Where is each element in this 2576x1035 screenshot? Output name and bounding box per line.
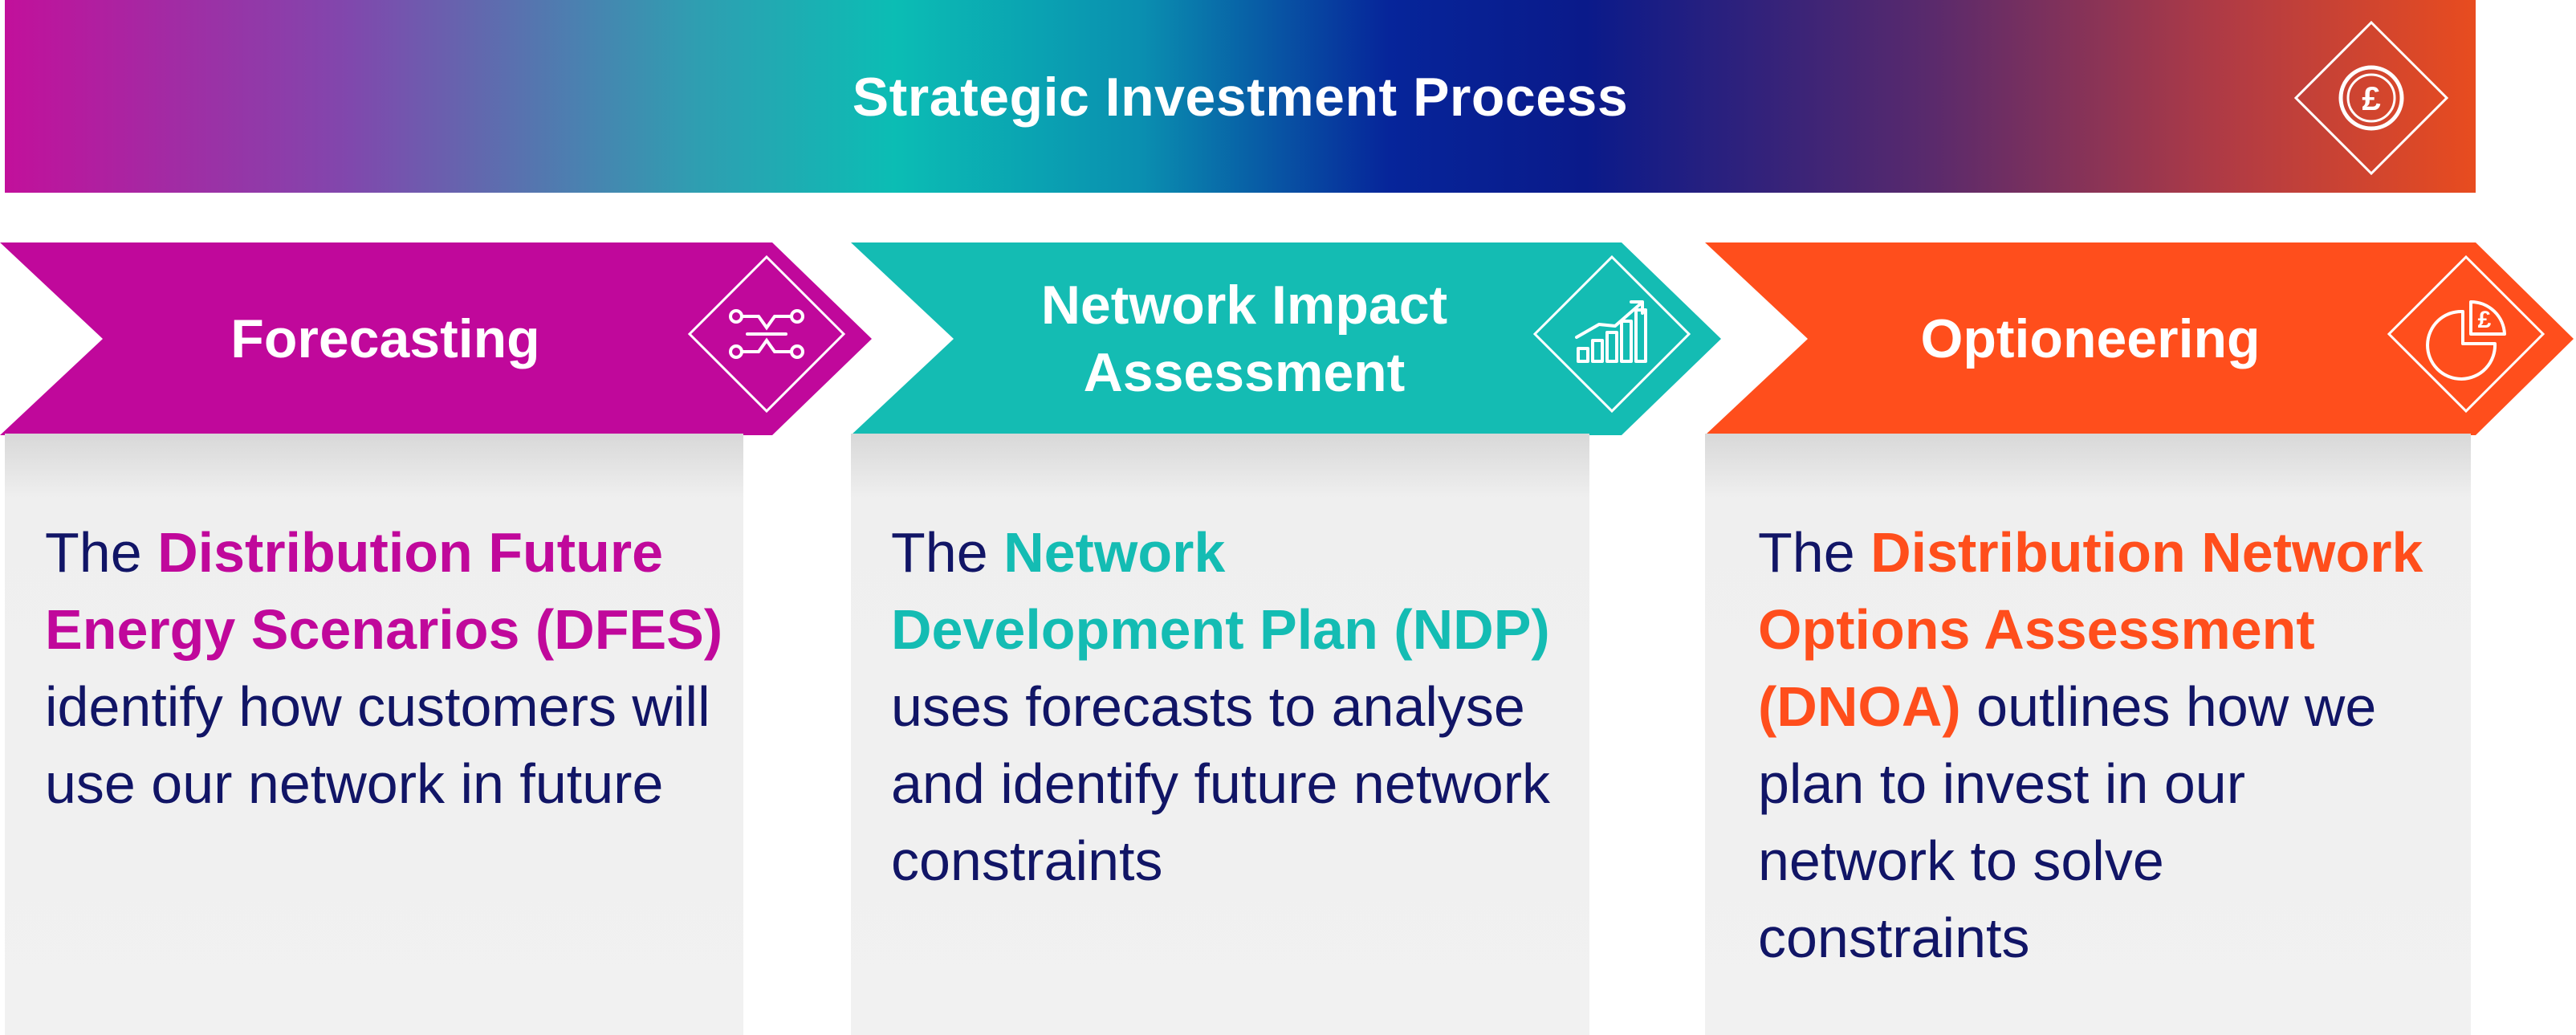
growth-chart-icon	[1532, 255, 1691, 414]
svg-text:£: £	[2362, 79, 2380, 117]
stage-title: Network Impact Assessment	[1040, 275, 1448, 403]
pound-coin-icon: £	[2293, 20, 2449, 176]
stage-optioneering-card: The Distribution Network Options Assessm…	[1705, 434, 2471, 1035]
stage-network-impact-header: Network Impact Assessment	[851, 242, 1728, 435]
pound-pie-chart-icon: £	[2387, 255, 2545, 414]
description-rest: identify how customers will use our netw…	[45, 675, 710, 815]
description-highlight: Distribution Future Energy Scenarios (DF…	[45, 521, 723, 661]
stage-description: The Distribution Network Options Assessm…	[1758, 514, 2448, 976]
banner-title: Strategic Investment Process	[852, 67, 1629, 128]
stage-title: Optioneering	[1920, 308, 2261, 369]
svg-text:£: £	[2478, 307, 2492, 333]
description-highlight: Network Development Plan (NDP)	[891, 521, 1550, 661]
description-highlight: Distribution Network Options Assessment …	[1758, 521, 2423, 738]
chevron-shape	[0, 242, 872, 435]
stage-network-impact-card: The Network Development Plan (NDP) uses …	[851, 434, 1589, 1035]
stage-optioneering-header: Optioneering £	[1705, 242, 2576, 435]
stage-title: Forecasting	[230, 308, 540, 369]
chevron-shape	[1705, 242, 2574, 435]
circuit-icon	[687, 255, 846, 414]
description-lead: The	[891, 521, 1004, 584]
stage-forecasting-card: The Distribution Future Energy Scenarios…	[5, 434, 743, 1035]
description-lead: The	[45, 521, 158, 584]
description-rest: uses forecasts to analyse and identify f…	[891, 675, 1551, 892]
process-banner: Strategic Investment Process £	[5, 0, 2476, 193]
description-lead: The	[1758, 521, 1871, 584]
stage-description: The Network Development Plan (NDP) uses …	[891, 514, 1581, 899]
stage-forecasting-header: Forecasting	[0, 242, 877, 435]
stage-description: The Distribution Future Energy Scenarios…	[45, 514, 735, 822]
chevron-shape	[851, 242, 1721, 435]
description-rest: outlines how we plan to invest in our ne…	[1758, 675, 2377, 969]
